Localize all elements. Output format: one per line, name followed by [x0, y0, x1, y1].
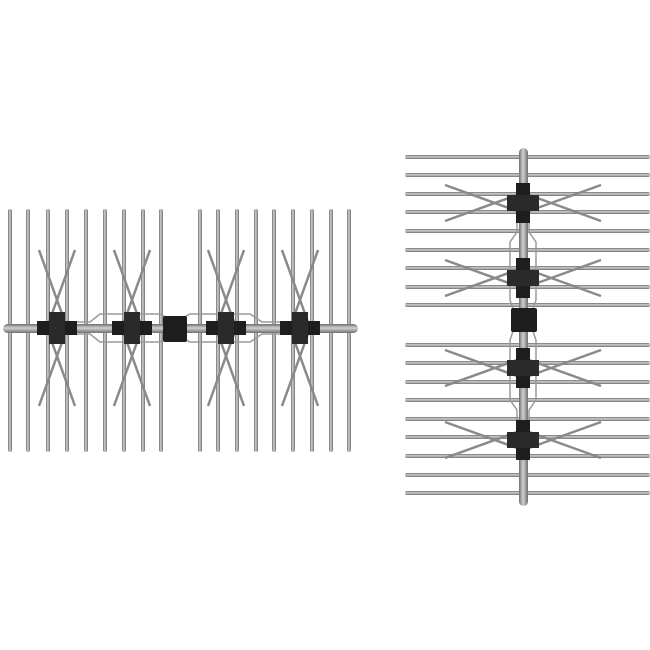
bowtie-arm: [122, 333, 152, 407]
bowtie-arm: [216, 249, 246, 323]
bowtie-arm: [444, 420, 518, 450]
bowtie-arm: [112, 249, 142, 323]
bowtie-arm: [122, 249, 152, 323]
element-bracket: [507, 360, 539, 376]
element-bracket: [124, 312, 140, 344]
bowtie-arm: [290, 333, 320, 407]
bowtie-arm: [112, 333, 142, 407]
center-mount-box: [511, 308, 537, 332]
bowtie-arm: [444, 430, 518, 460]
bowtie-arm: [528, 268, 602, 298]
bowtie-arm: [528, 430, 602, 460]
bowtie-arm: [280, 249, 310, 323]
bowtie-arm: [528, 420, 602, 450]
right-antenna: [405, 148, 650, 506]
bowtie-arm: [47, 333, 77, 407]
bowtie-arm: [444, 358, 518, 388]
bowtie-arm: [444, 183, 518, 213]
bowtie-arm: [206, 249, 236, 323]
element-bracket: [49, 312, 65, 344]
element-bracket: [292, 312, 308, 344]
bowtie-arm: [528, 193, 602, 223]
bowtie-arm: [444, 268, 518, 298]
bowtie-arm: [37, 333, 67, 407]
element-bracket: [507, 270, 539, 286]
element-bracket: [507, 195, 539, 211]
bowtie-arm: [290, 249, 320, 323]
element-bracket: [507, 432, 539, 448]
bowtie-arm: [528, 348, 602, 378]
element-bracket: [218, 312, 234, 344]
left-antenna: [3, 209, 358, 452]
bowtie-arm: [528, 358, 602, 388]
bowtie-arm: [216, 333, 246, 407]
bowtie-arm: [444, 193, 518, 223]
bowtie-arm: [280, 333, 310, 407]
bowtie-arm: [528, 258, 602, 288]
bowtie-arm: [47, 249, 77, 323]
bowtie-arm: [206, 333, 236, 407]
bowtie-arm: [37, 249, 67, 323]
bowtie-arm: [444, 258, 518, 288]
center-mount-box: [163, 316, 187, 342]
bowtie-arm: [444, 348, 518, 378]
bowtie-arm: [528, 183, 602, 213]
